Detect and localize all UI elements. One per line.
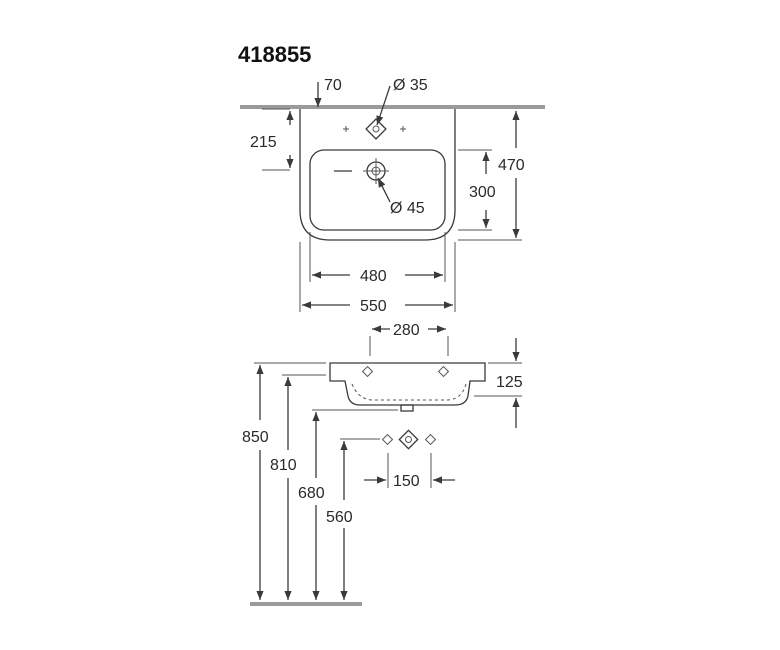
height-bottom: 680 — [298, 485, 325, 502]
side-view: 280 125 150 — [242, 322, 523, 606]
top-view: 70 Ø 35 215 Ø 45 300 470 480 — [240, 77, 545, 315]
dim-bowl-depth: 300 — [469, 184, 496, 201]
dim-rim-height: 125 — [496, 374, 523, 391]
floor-line — [250, 602, 362, 606]
dim-tap-spacing: 150 — [393, 473, 420, 490]
wall-line — [240, 105, 545, 109]
dim-tap-hole: Ø 35 — [393, 77, 428, 94]
height-top: 850 — [242, 429, 269, 446]
drain-hole — [334, 158, 389, 184]
dim-drain: Ø 45 — [390, 200, 425, 217]
tap-holes — [343, 118, 406, 140]
height-rim: 810 — [270, 457, 297, 474]
dim-total-depth: 470 — [498, 157, 525, 174]
dim-tap-height: 215 — [250, 134, 277, 151]
basin-side-profile — [329, 362, 486, 406]
basin-outline — [299, 109, 456, 241]
drain-outlet — [400, 404, 414, 412]
dim-total-width: 550 — [360, 298, 387, 315]
height-siphon: 560 — [326, 509, 353, 526]
dim-side-bowl-width: 280 — [393, 322, 420, 339]
bowl-outline — [309, 149, 446, 231]
dim-overflow-offset: 70 — [324, 77, 342, 94]
tap-holes-side — [381, 429, 437, 450]
model-number: 418855 — [238, 42, 311, 67]
dim-bowl-width: 480 — [360, 268, 387, 285]
